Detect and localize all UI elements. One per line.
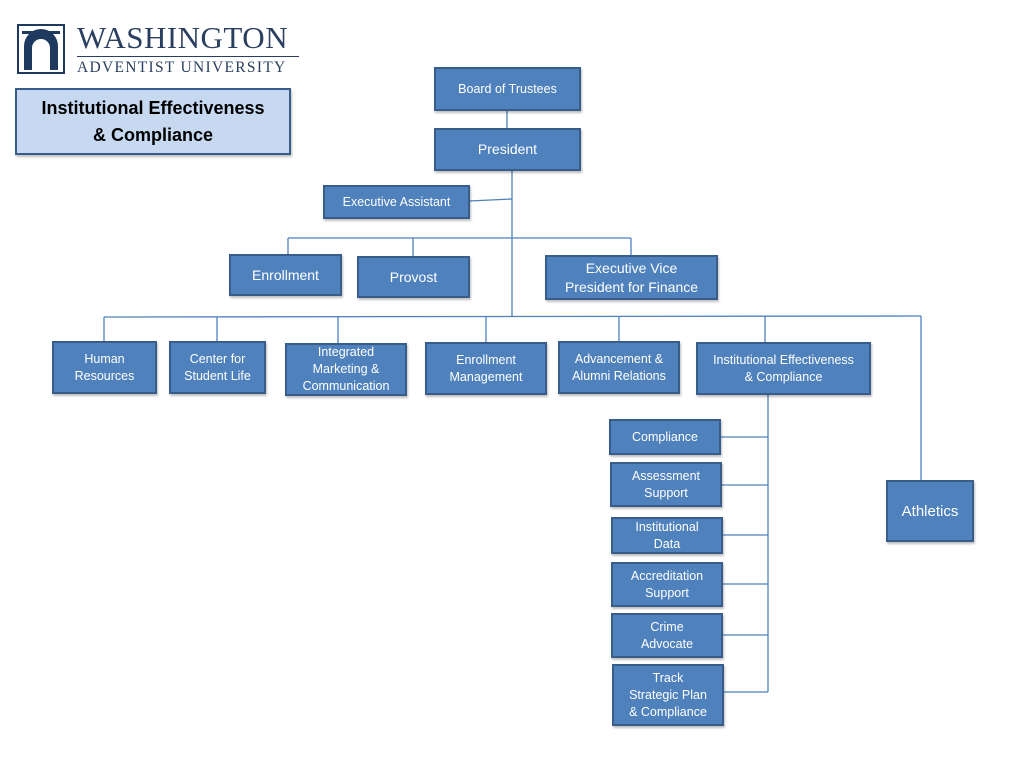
human-resources-box: Human Resources [52, 341, 157, 394]
logo-name: WASHINGTON [77, 20, 289, 55]
executive-assistant-box: Executive Assistant [323, 185, 470, 219]
university-logo: WASHINGTON ADVENTIST UNIVERSITY [17, 20, 307, 80]
compliance-box: Compliance [609, 419, 721, 455]
enrollment-management-box: Enrollment Management [425, 342, 547, 395]
page-title: Institutional Effectiveness & Compliance [15, 88, 291, 155]
athletics-box: Athletics [886, 480, 974, 542]
student-life-box: Center for Student Life [169, 341, 266, 394]
enrollment-box: Enrollment [229, 254, 342, 296]
advancement-alumni-box: Advancement & Alumni Relations [558, 341, 680, 394]
provost-box: Provost [357, 256, 470, 298]
strategic-plan-box: Track Strategic Plan & Compliance [612, 664, 724, 726]
evp-finance-box: Executive Vice President for Finance [545, 255, 718, 300]
institutional-effectiveness-box: Institutional Effectiveness & Compliance [696, 342, 871, 395]
arch-icon [17, 24, 65, 74]
institutional-data-box: Institutional Data [611, 517, 723, 554]
marketing-communication-box: Integrated Marketing & Communication [285, 343, 407, 396]
president-box: President [434, 128, 581, 171]
accreditation-support-box: Accreditation Support [611, 562, 723, 607]
board-of-trustees-box: Board of Trustees [434, 67, 581, 111]
assessment-support-box: Assessment Support [610, 462, 722, 507]
logo-divider [77, 56, 299, 57]
crime-advocate-box: Crime Advocate [611, 613, 723, 658]
logo-subtitle: ADVENTIST UNIVERSITY [77, 59, 287, 76]
